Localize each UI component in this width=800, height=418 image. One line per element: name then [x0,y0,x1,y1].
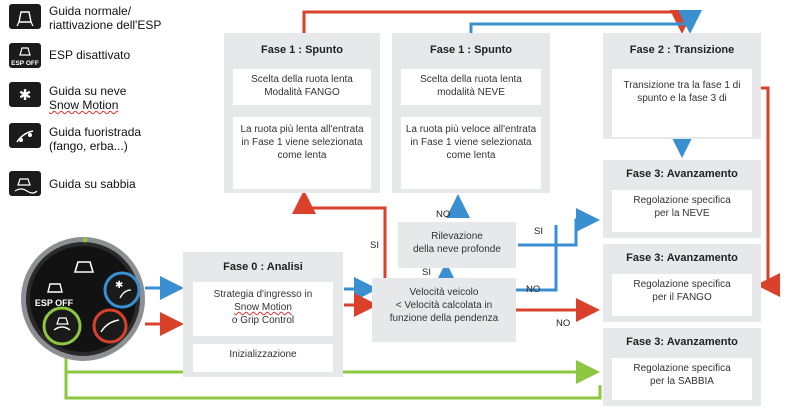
fase0-panel: Fase 0 : Analisi Strategia d'ingresso in… [183,252,343,377]
label-si-left: SI [370,240,379,251]
svg-text:✱: ✱ [19,86,32,104]
fase3-sabbia-panel: Fase 3: Avanzamento Regolazione specific… [603,328,761,406]
legend-snow: Guida su neve Snow Motion [49,84,127,112]
arrow-blue-si-right [518,208,600,247]
legend-normal: Guida normale/riattivazione dell'ESP [49,4,162,32]
fase1-fango-title: Fase 1 : Spunto [261,44,343,56]
label-no-bottom: NO [556,318,571,329]
mode-dial[interactable]: ESP OFF ✱ [18,234,148,364]
legend-sand: Guida su sabbia [49,177,136,191]
fase3-neve-panel: Fase 3: Avanzamento Regolazione specific… [603,160,761,238]
svg-text:ESP OFF: ESP OFF [35,298,74,308]
fase2-title: Fase 2 : Transizione [629,44,735,56]
label-no-top: NO [436,209,451,220]
snow-motion-text: Snow Motion [234,302,292,313]
svg-text:✱: ✱ [115,280,123,291]
esp-off-icon: ESP OFF [9,43,41,68]
fase2-panel: Fase 2 : Transizione Transizione tra la … [603,33,761,139]
normal-drive-icon [9,4,41,29]
label-si-mid: SI [422,267,431,278]
snow-word: Snow Motion [49,98,119,112]
fase3-sabbia-title: Fase 3: Avanzamento [626,336,738,348]
fase3-neve-title: Fase 3: Avanzamento [626,168,738,180]
svg-text:ESP OFF: ESP OFF [11,60,39,67]
arrow-blue-no [516,225,558,292]
label-no-mid: NO [526,284,541,295]
label-si-right: SI [534,226,543,237]
arrow-red-si [292,190,387,280]
fase0-card1: Strategia d'ingresso in Snow Motion o Gr… [193,282,333,336]
legend-offroad: Guida fuoristrada(fango, erba...) [49,125,142,153]
fase1-neve-panel: Fase 1 : Spunto Scelta della ruota lenta… [392,33,550,193]
offroad-icon [9,123,41,148]
fase1-neve-title: Fase 1 : Spunto [430,44,512,56]
fase0-card2: Inizializzazione [193,344,333,372]
fase0-title: Fase 0 : Analisi [223,261,303,273]
snow-icon: ✱ [9,82,41,107]
fase1-fango-panel: Fase 1 : Spunto Scelta della ruota lenta… [224,33,380,193]
arrow-green-2 [64,355,602,400]
fase3-fango-panel: Fase 3: Avanzamento Regolazione specific… [603,244,761,322]
sand-icon [9,171,41,196]
legend-esp: ESP disattivato [49,48,131,62]
fase3-fango-title: Fase 3: Avanzamento [626,252,738,264]
